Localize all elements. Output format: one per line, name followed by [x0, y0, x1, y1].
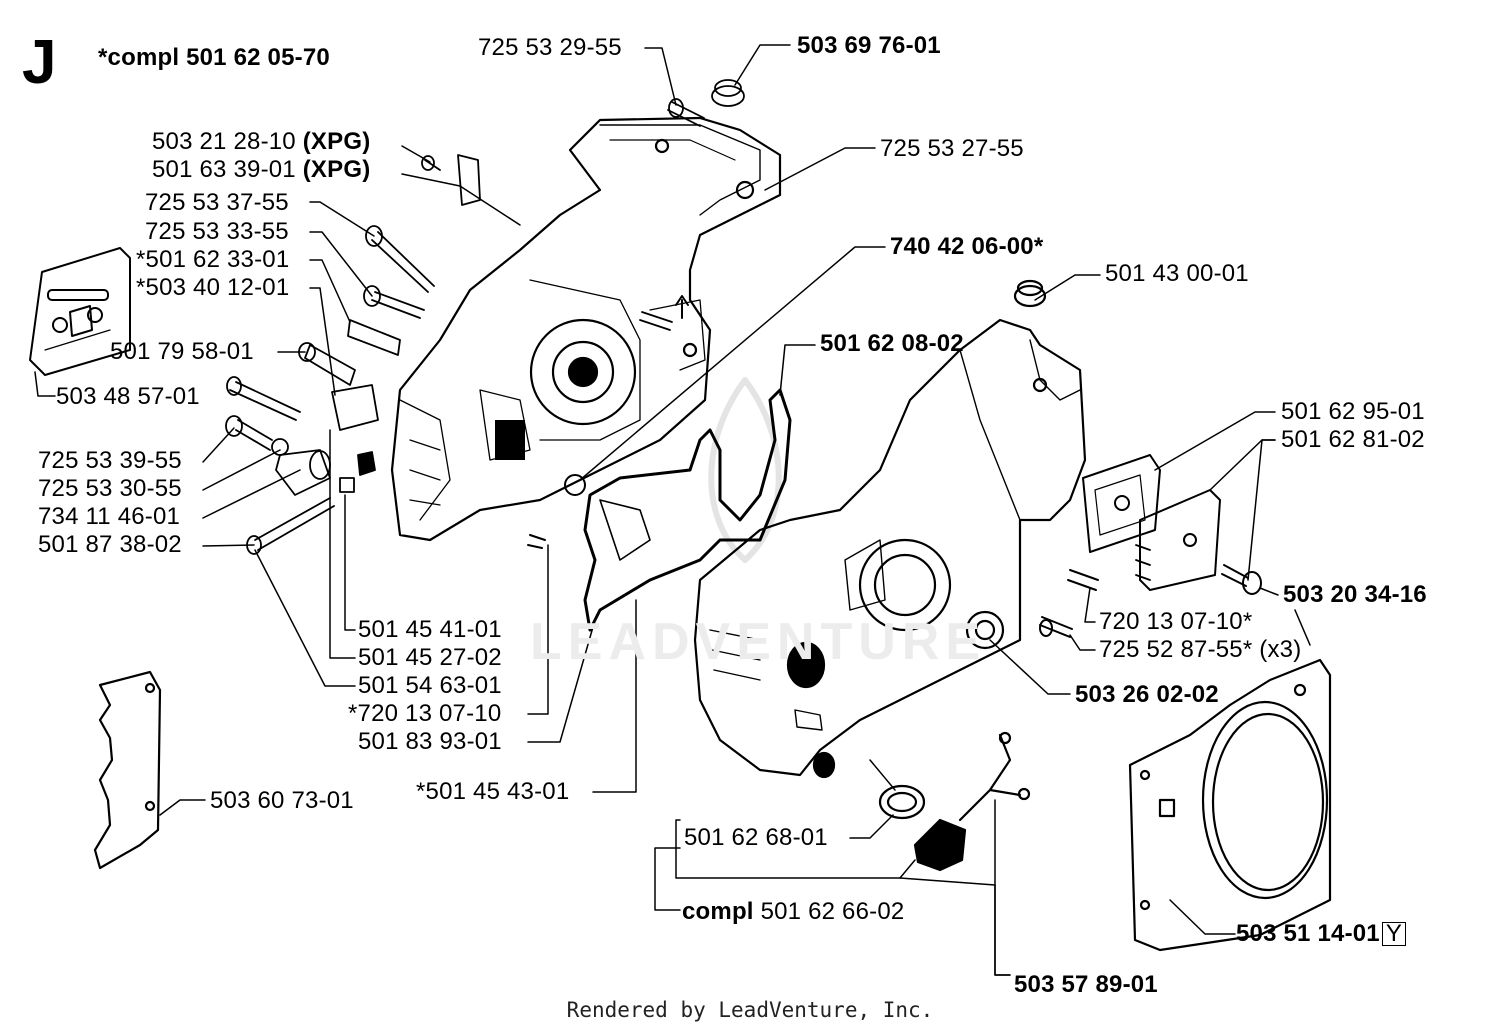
part-label: 725 53 29-55 [478, 34, 622, 61]
section-letter: J [22, 28, 57, 97]
part-label: 503 57 89-01 [1014, 971, 1158, 998]
chain-catcher [93, 670, 162, 870]
part-label: 503 60 73-01 [210, 787, 354, 814]
part-label: 501 63 39-01 (XPG) [152, 156, 370, 184]
part-label: 740 42 06-00* [890, 233, 1044, 260]
part-label: 501 83 93-01 [358, 728, 502, 755]
part-label: 725 53 27-55 [880, 135, 1024, 162]
part-label: 501 87 38-02 [38, 531, 182, 558]
part-number: 501 62 66-02 [760, 898, 905, 925]
part-label: 501 62 68-01 [684, 824, 828, 851]
part-label: *501 45 43-01 [416, 778, 570, 805]
part-number: 501 63 39-01 [152, 156, 296, 183]
footer-credit: Rendered by LeadVenture, Inc. [566, 998, 934, 1022]
leader-lines [34, 44, 1311, 976]
watermark-text: LEADVENTURE [530, 613, 987, 671]
part-label: 501 62 81-02 [1281, 426, 1425, 453]
xpg-tag: (XPG) [302, 128, 371, 155]
part-number: 503 51 14-01 [1236, 920, 1380, 947]
gasket [527, 388, 792, 632]
part-label: 501 79 58-01 [110, 338, 254, 365]
part-label: 734 11 46-01 [38, 503, 181, 530]
part-label: 501 45 41-01 [358, 616, 502, 643]
crankcase-left-half [390, 116, 782, 542]
part-label: 503 26 02-02 [1075, 681, 1219, 708]
part-label: 501 54 63-01 [358, 672, 502, 699]
part-label: *720 13 07-10 [348, 700, 502, 727]
part-label: 503 21 28-10 (XPG) [152, 128, 370, 156]
part-label: compl 501 62 66-02 [682, 898, 904, 926]
part-label: 501 45 27-02 [358, 644, 502, 671]
part-label: 720 13 07-10* [1099, 608, 1253, 635]
bolts-left [225, 79, 745, 555]
part-label: *501 62 33-01 [136, 246, 290, 273]
part-label: 725 52 87-55* (x3) [1099, 636, 1302, 663]
part-number: 503 21 28-10 [152, 128, 296, 155]
oil-cap [878, 731, 1031, 872]
part-label: 725 53 39-55 [38, 447, 182, 474]
xpg-tag: (XPG) [302, 156, 371, 183]
part-label: 725 53 30-55 [38, 475, 182, 502]
y-marker-box: Y [1381, 922, 1407, 946]
part-label: 725 53 33-55 [145, 218, 289, 245]
part-label: 725 53 37-55 [145, 189, 289, 216]
part-label: 503 48 57-01 [56, 383, 200, 410]
compl-word: compl [682, 898, 754, 925]
crankcase-right-half [693, 279, 1087, 779]
part-label: *503 40 12-01 [136, 274, 290, 301]
compl-top-label: *compl 501 62 05-70 [98, 44, 330, 71]
part-label: 501 62 95-01 [1281, 398, 1425, 425]
starter-plate [1128, 658, 1332, 952]
part-label: 501 62 08-02 [820, 330, 964, 357]
part-label: 503 20 34-16 [1283, 581, 1427, 608]
chain-plate [29, 247, 131, 376]
part-label: 501 43 00-01 [1105, 260, 1249, 287]
part-label: 503 69 76-01 [797, 32, 941, 59]
